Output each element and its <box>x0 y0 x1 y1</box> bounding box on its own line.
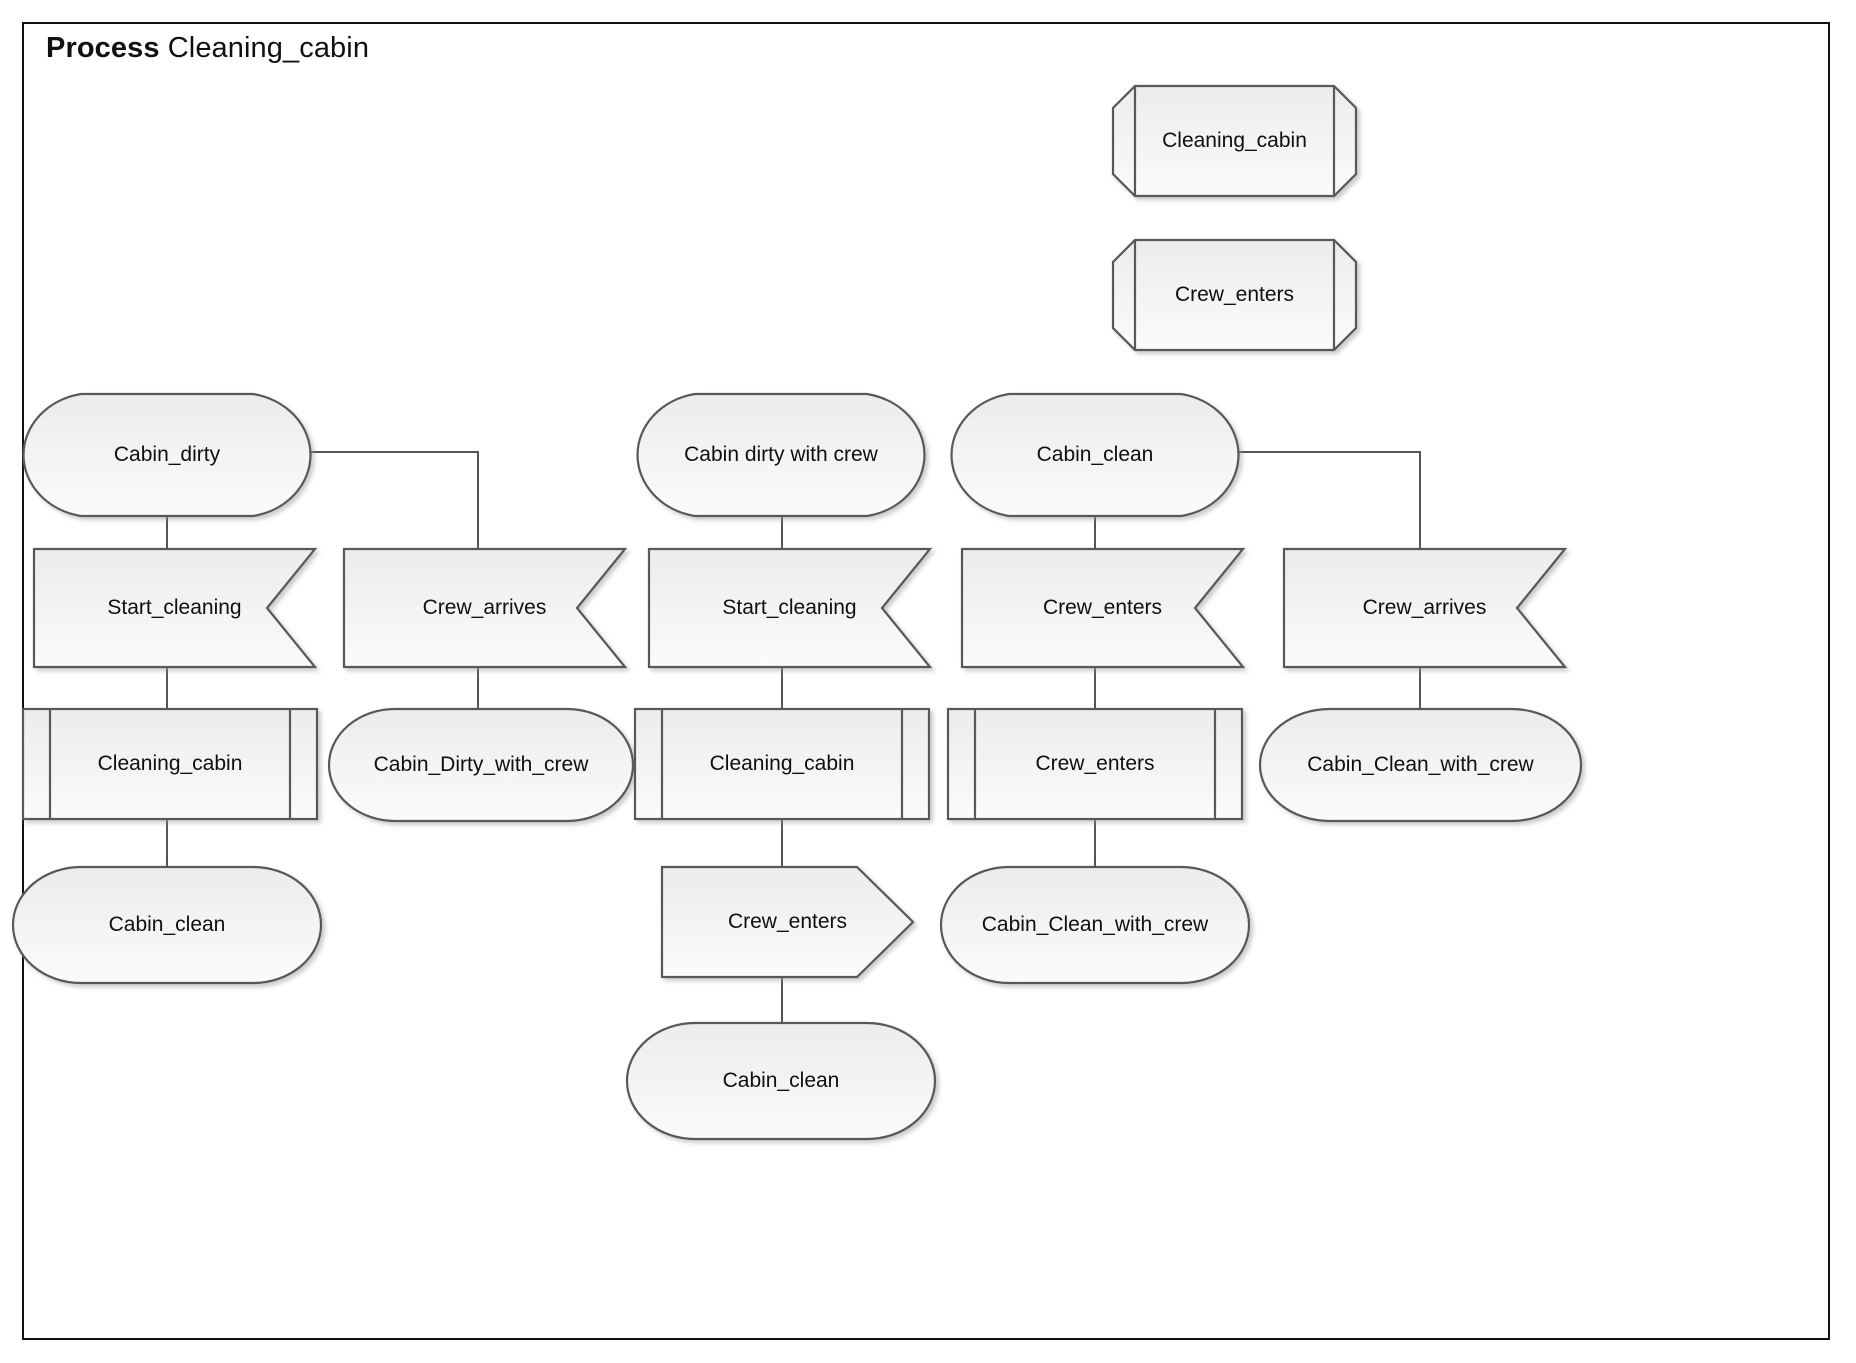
node-c3-cleaning-cabin[interactable]: Cleaning_cabin <box>633 707 931 821</box>
connector-c4-crew-to-process <box>1094 666 1096 710</box>
connector-c3-cleaning-to-crew <box>781 820 783 868</box>
node-c1-cabin-dirty[interactable]: Cabin_dirty <box>22 392 312 518</box>
node-c1-cleaning-cabin[interactable]: Cleaning_cabin <box>21 707 319 821</box>
node-c3-cabin-clean[interactable]: Cabin_clean <box>625 1021 937 1141</box>
connector-c5-arrives-to-cleancrew <box>1419 666 1421 710</box>
connector-c4-clean-to-crew <box>1094 516 1096 550</box>
arrow-pentagon-shape <box>660 865 915 979</box>
process-frame <box>22 22 1830 1340</box>
node-c4-cabin-clean[interactable]: Cabin_clean <box>950 392 1240 518</box>
title-keyword: Process <box>46 32 160 64</box>
stadium-shape <box>939 865 1251 985</box>
banner-notch-shape <box>960 547 1246 669</box>
node-c3-cabin-dirty-with-crew[interactable]: Cabin dirty with crew <box>636 392 926 518</box>
title-process-name: Cleaning_cabin <box>167 32 370 64</box>
connector-c1-dirty-to-c2-down <box>477 451 479 551</box>
connector-c2-arrives-to-dirtycrew <box>477 666 479 710</box>
octagon-subprocess-shape <box>1111 84 1358 198</box>
banner-notch-shape <box>647 547 933 669</box>
banner-notch-shape <box>32 547 318 669</box>
page-title: Process Cleaning_cabin <box>46 32 369 65</box>
connector-c3-crew-to-clean <box>781 976 783 1024</box>
node-c3-crew-enters[interactable]: Crew_enters <box>660 865 915 979</box>
node-c2-cabin-dirty-with-crew[interactable]: Cabin_Dirty_with_crew <box>327 707 635 823</box>
connector-c3-dirtycrew-to-start <box>781 516 783 550</box>
stadium-shape <box>1258 707 1583 823</box>
node-c5-cabin-clean-with-crew[interactable]: Cabin_Clean_with_crew <box>1258 707 1583 823</box>
stadium-shape <box>327 707 635 823</box>
connector-c1-dirty-to-c2-right <box>284 451 478 453</box>
connector-c4-clean-to-c5-down <box>1419 451 1421 551</box>
octagon-subprocess-shape <box>1111 238 1358 352</box>
node-c4-cabin-clean-with-crew[interactable]: Cabin_Clean_with_crew <box>939 865 1251 985</box>
banner-notch-shape <box>342 547 628 669</box>
predefined-process-shape <box>21 707 319 821</box>
node-c1-start-cleaning[interactable]: Start_cleaning <box>32 547 318 669</box>
node-c1-cabin-clean[interactable]: Cabin_clean <box>11 865 323 985</box>
node-c4-crew-enters-banner[interactable]: Crew_enters <box>960 547 1246 669</box>
legend-cleaning-cabin-node[interactable]: Cleaning_cabin <box>1111 84 1358 198</box>
stadium-shape <box>625 1021 937 1141</box>
stadium-shape <box>11 865 323 985</box>
node-c5-crew-arrives[interactable]: Crew_arrives <box>1282 547 1568 669</box>
node-c3-start-cleaning[interactable]: Start_cleaning <box>647 547 933 669</box>
connector-c4-clean-to-c5-right <box>1212 451 1420 453</box>
connector-c1-dirty-to-start <box>166 516 168 550</box>
connector-c4-process-to-cleancrew <box>1094 820 1096 868</box>
legend-crew-enters-node[interactable]: Crew_enters <box>1111 238 1358 352</box>
predefined-process-shape <box>946 707 1244 821</box>
connector-c1-start-to-cleaning <box>166 666 168 710</box>
banner-notch-shape <box>1282 547 1568 669</box>
stadium-shape <box>22 392 312 518</box>
stadium-shape <box>950 392 1240 518</box>
node-c2-crew-arrives[interactable]: Crew_arrives <box>342 547 628 669</box>
connector-c3-start-to-cleaning <box>781 666 783 710</box>
connector-c1-cleaning-to-clean <box>166 820 168 868</box>
predefined-process-shape <box>633 707 931 821</box>
node-c4-crew-enters-process[interactable]: Crew_enters <box>946 707 1244 821</box>
stadium-shape <box>636 392 926 518</box>
